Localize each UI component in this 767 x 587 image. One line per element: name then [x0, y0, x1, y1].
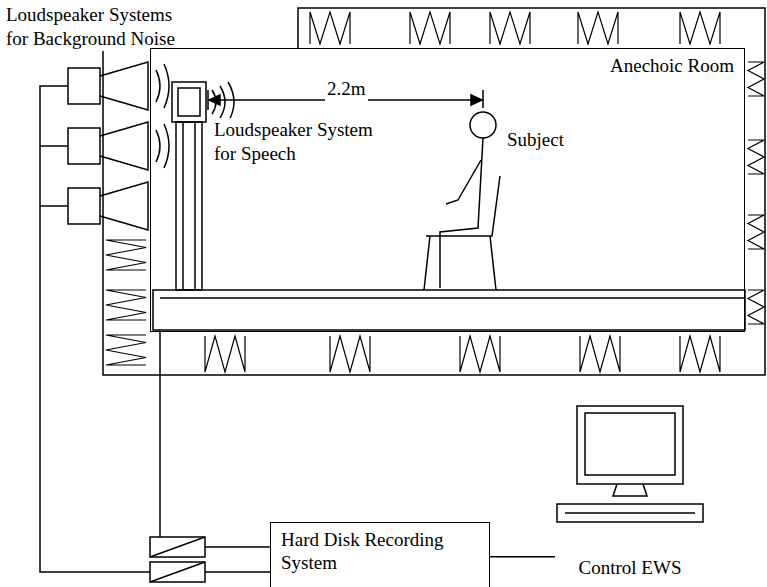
subject-body	[440, 138, 483, 288]
wedge	[580, 336, 620, 372]
wedge	[205, 336, 245, 372]
speaker-label: Loudspeaker Systems for Background Noise	[4, 3, 190, 51]
floor-platform-line	[160, 297, 745, 299]
wedge	[106, 240, 146, 270]
loudspeaker-stand	[176, 122, 202, 290]
wedge	[310, 12, 350, 44]
recording-system-box: Hard Disk Recording System	[270, 522, 490, 587]
room-label: Anechoic Room	[610, 55, 734, 78]
wedge	[748, 290, 764, 324]
wedge	[106, 335, 146, 365]
dimension-label: 2.2m	[325, 77, 368, 101]
dimension-tick	[482, 90, 484, 108]
connector-wire	[490, 556, 555, 558]
speech-loudspeaker	[172, 82, 206, 122]
wedge	[578, 12, 618, 44]
wire	[159, 330, 161, 537]
speech-loudspeaker-driver	[178, 88, 200, 116]
noise-loudspeaker	[68, 62, 148, 110]
sound-wave	[156, 70, 160, 102]
dimension-arrowhead	[209, 95, 220, 105]
room-outer-wall	[103, 8, 765, 375]
floor-platform	[153, 290, 745, 330]
absorbing-wedges	[106, 12, 764, 372]
stand-line	[182, 122, 184, 290]
subject-label: Subject	[505, 128, 566, 152]
amplifier	[150, 537, 205, 557]
chair	[424, 176, 500, 290]
wedge	[330, 336, 370, 372]
amplifier	[150, 562, 205, 582]
speaker-label: Loudspeaker System for Speech	[212, 118, 388, 166]
wedge	[748, 62, 764, 96]
wire	[205, 547, 270, 572]
computer-label: Control EWS	[555, 557, 705, 580]
wedge	[460, 336, 500, 372]
sound-wave	[164, 124, 169, 168]
computer-icon	[555, 404, 705, 584]
subject-arm	[446, 160, 481, 204]
room-boundary: Anechoic Room	[150, 48, 745, 332]
wedge	[410, 12, 450, 44]
sound-wave	[228, 82, 234, 122]
wire	[40, 86, 150, 572]
noise-loudspeaker	[68, 182, 148, 230]
wedge	[106, 290, 146, 320]
wedge	[680, 12, 720, 44]
box-label: Hard Disk Recording System	[271, 523, 446, 575]
noise-loudspeaker	[68, 122, 148, 170]
sound-wave	[164, 64, 169, 108]
computer: Control EWS	[555, 404, 705, 584]
wire	[40, 145, 68, 147]
wedge	[490, 12, 530, 44]
subject-head	[470, 112, 496, 138]
stand-line	[194, 122, 196, 290]
wire	[40, 205, 68, 207]
dimension-arrowhead	[471, 95, 482, 105]
wedge	[748, 215, 764, 249]
sound-wave	[156, 130, 160, 162]
wedge	[748, 140, 764, 174]
wedge	[680, 336, 720, 372]
